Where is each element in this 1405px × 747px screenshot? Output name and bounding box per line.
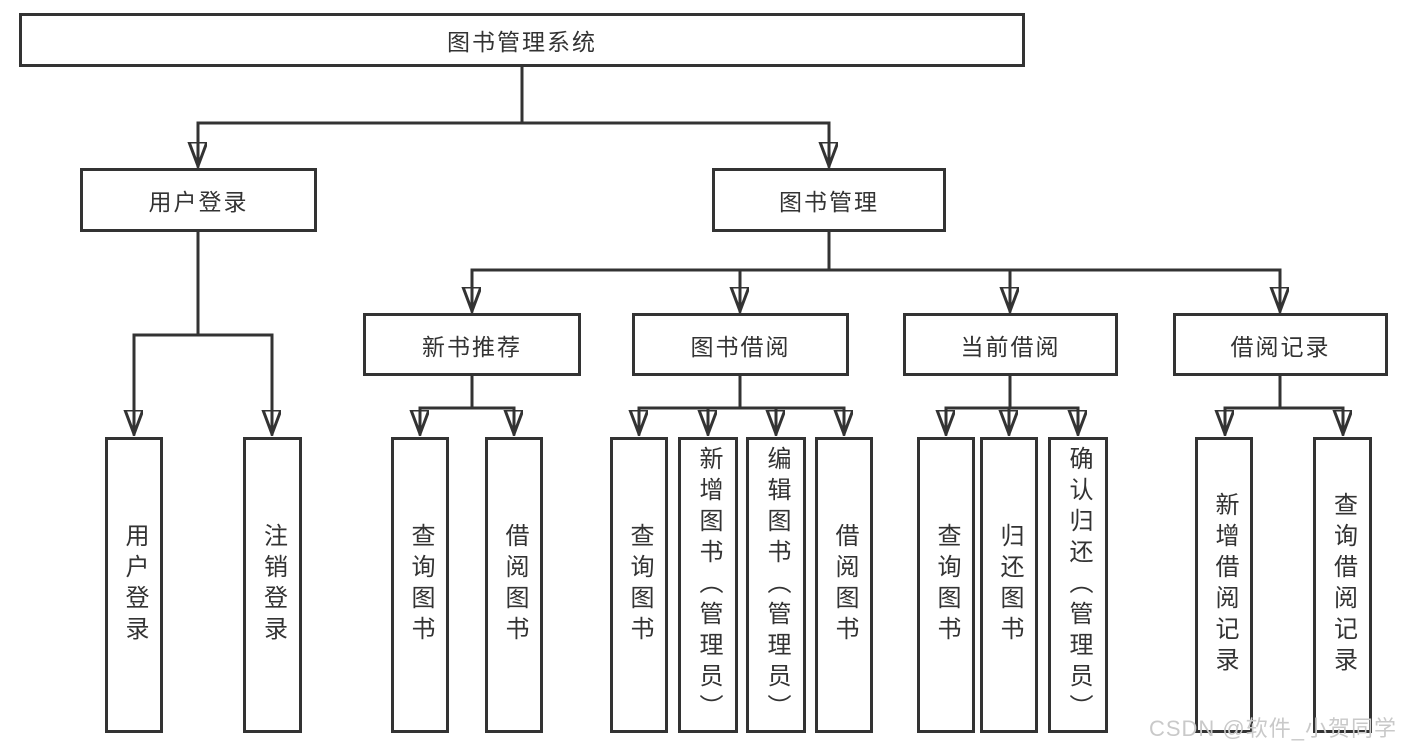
leaf-records-query-borrow-record: 查询借阅记录 [1313, 437, 1372, 733]
leaf-borrow-borrow-books: 借阅图书 [815, 437, 873, 733]
leaf-records-add-borrow-record: 新增借阅记录 [1195, 437, 1253, 733]
connector-book-mgmt-children [472, 230, 1280, 311]
node-root-system: 图书管理系统 [19, 13, 1025, 67]
leaf-current-query-books: 查询图书 [917, 437, 975, 733]
leaf-borrow-add-books-admin: 新增图书（管理员） [678, 437, 738, 733]
connector-root-to-level2 [198, 65, 829, 166]
connector-book-borrow-children [639, 374, 844, 434]
node-borrow-records: 借阅记录 [1173, 313, 1388, 376]
connector-current-borrow-children [946, 374, 1078, 434]
connector-new-book-children [420, 374, 514, 434]
connector-user-login-children [134, 230, 272, 434]
leaf-logout-login: 注销登录 [243, 437, 302, 733]
leaf-borrow-edit-books-admin: 编辑图书（管理员） [746, 437, 806, 733]
connector-borrow-records-children [1225, 374, 1343, 434]
node-user-login: 用户登录 [80, 168, 317, 232]
node-book-borrow: 图书借阅 [632, 313, 849, 376]
node-current-borrow: 当前借阅 [903, 313, 1118, 376]
csdn-watermark: CSDN @软件_小贺同学 [1148, 716, 1397, 741]
leaf-newrec-query-books: 查询图书 [391, 437, 449, 733]
leaf-borrow-query-books: 查询图书 [610, 437, 668, 733]
leaf-newrec-borrow-books: 借阅图书 [485, 437, 543, 733]
node-new-book-recommend: 新书推荐 [363, 313, 581, 376]
leaf-current-return-books: 归还图书 [980, 437, 1038, 733]
node-book-management: 图书管理 [712, 168, 946, 232]
leaf-current-confirm-return-admin: 确认归还（管理员） [1048, 437, 1108, 733]
leaf-user-login: 用户登录 [105, 437, 163, 733]
